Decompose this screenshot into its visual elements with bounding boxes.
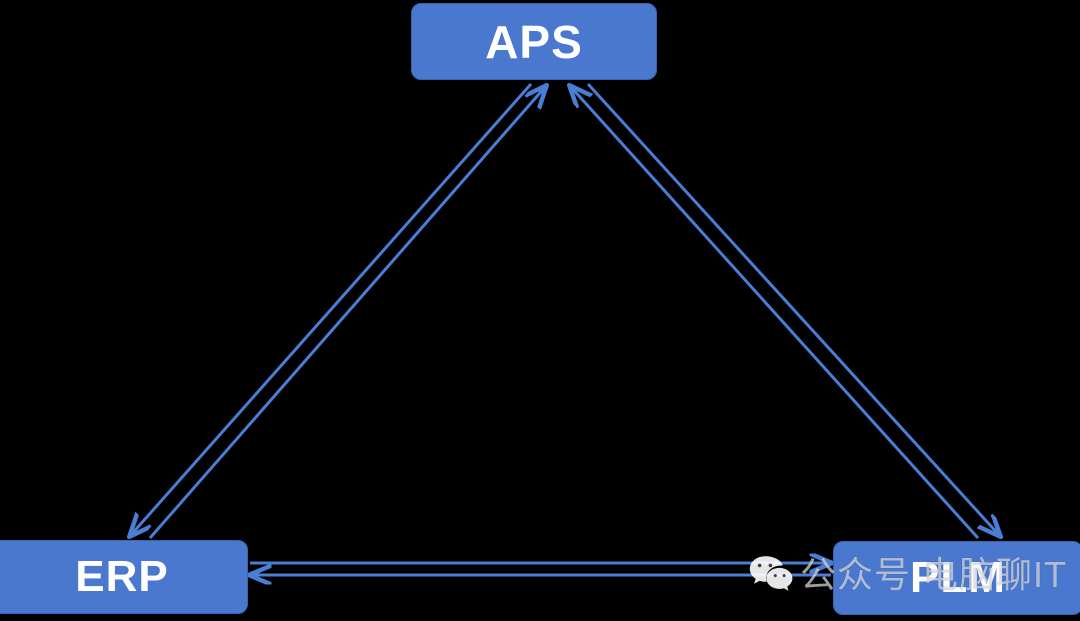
edge-aps-to-erp [130, 83, 533, 536]
edge-plm-to-aps [570, 86, 980, 540]
node-plm-label: PLM [910, 553, 1006, 602]
node-erp-label: ERP [75, 552, 169, 601]
node-aps-label: APS [485, 15, 583, 68]
node-aps[interactable]: APS [411, 3, 657, 80]
edge-erp-to-aps [148, 86, 546, 539]
node-plm[interactable]: PLM [833, 541, 1080, 615]
edge-aps-to-plm [586, 82, 1000, 536]
node-erp[interactable]: ERP [0, 540, 248, 614]
